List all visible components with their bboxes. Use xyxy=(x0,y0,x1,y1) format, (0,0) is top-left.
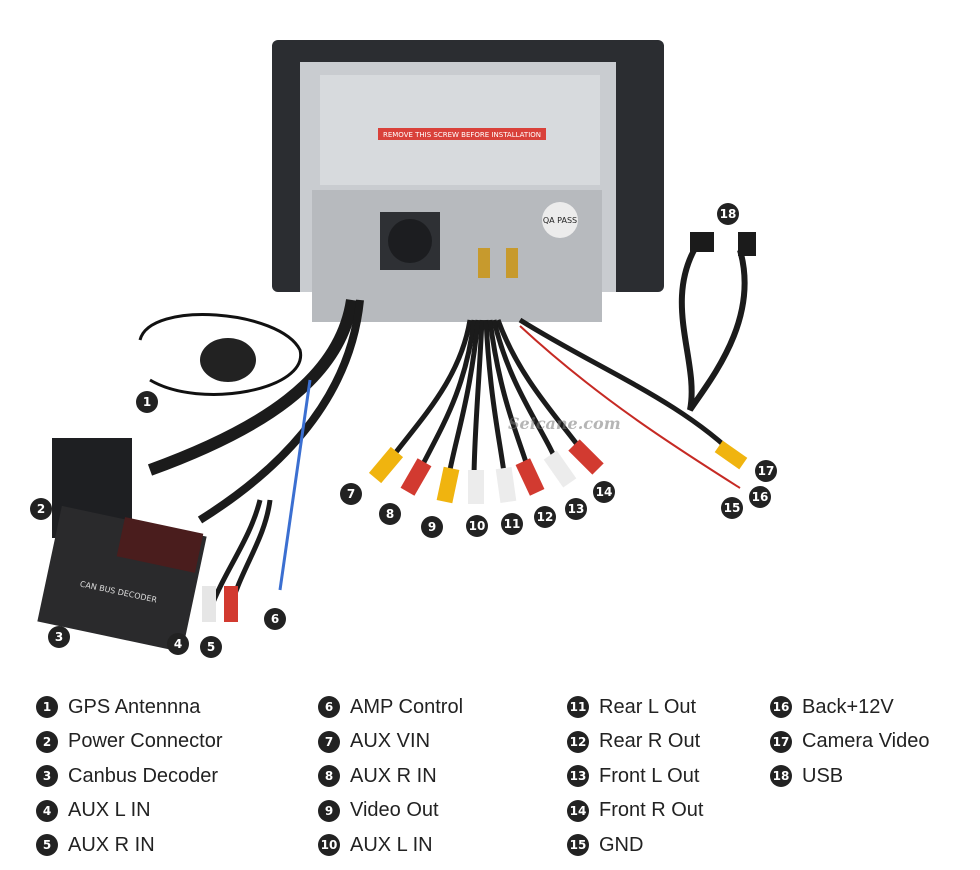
legend-number: 2 xyxy=(36,730,58,753)
legend-item: 1 GPS Antennna xyxy=(36,690,223,725)
callout-12: 12 xyxy=(534,506,556,528)
svg-text:QA PASS: QA PASS xyxy=(543,216,577,225)
legend-label: Front R Out xyxy=(599,799,704,822)
legend-item: 10 AUX L IN xyxy=(318,828,463,863)
callout-2: 2 xyxy=(30,498,52,520)
legend-number: 16 xyxy=(770,696,792,719)
wiring-illustration: REMOVE THIS SCREW BEFORE INSTALLATION QA… xyxy=(37,40,756,653)
legend-label: GPS Antennna xyxy=(68,695,201,718)
callout-13: 13 xyxy=(565,498,587,520)
watermark: Seicane.com xyxy=(508,414,621,433)
product-photo: REMOVE THIS SCREW BEFORE INSTALLATION QA… xyxy=(30,40,777,658)
legend-item: 18 USB xyxy=(770,759,929,794)
legend-label: AUX L IN xyxy=(68,799,151,822)
legend-item: 4 AUX L IN xyxy=(36,794,223,829)
legend-label: Front L Out xyxy=(599,764,700,787)
qa-sticker xyxy=(542,202,578,238)
legend-number: 17 xyxy=(770,730,792,753)
callout-3: 3 xyxy=(48,626,70,648)
legend-number: 12 xyxy=(567,730,589,753)
legend-item: 16 Back+12V xyxy=(770,690,929,725)
callout-11: 11 xyxy=(501,513,523,535)
legend-label: Back+12V xyxy=(802,695,894,718)
connector-legend: 1 GPS Antennna 2 Power Connector 3 Canbus D… xyxy=(0,690,980,860)
legend-item: 11 Rear L Out xyxy=(567,690,703,725)
legend-label: AUX L IN xyxy=(350,833,433,856)
legend-number: 10 xyxy=(318,834,340,857)
callout-14: 14 xyxy=(593,481,615,503)
legend-number: 13 xyxy=(567,765,589,788)
legend-column-4: 16 Back+12V 17 Camera Video 18 USB xyxy=(770,690,929,794)
legend-item: 17 Camera Video xyxy=(770,725,929,760)
callout-16: 16 xyxy=(749,486,771,508)
legend-item: 8 AUX R IN xyxy=(318,759,463,794)
legend-column-1: 1 GPS Antennna 2 Power Connector 3 Canbus D… xyxy=(36,690,223,863)
legend-item: 14 Front R Out xyxy=(567,794,703,829)
legend-column-2: 6 AMP Control 7 AUX VIN 8 AUX R IN 9 Video O… xyxy=(318,690,463,863)
callout-17: 17 xyxy=(755,460,777,482)
legend-item: 6 AMP Control xyxy=(318,690,463,725)
callout-4: 4 xyxy=(167,633,189,655)
legend-label: USB xyxy=(802,764,844,787)
legend-label: AMP Control xyxy=(350,695,464,718)
legend-number: 6 xyxy=(318,696,340,719)
legend-label: Canbus Decoder xyxy=(68,764,219,787)
callout-6: 6 xyxy=(264,608,286,630)
legend-label: AUX VIN xyxy=(350,730,431,753)
callout-8: 8 xyxy=(379,503,401,525)
legend-number: 1 xyxy=(36,696,58,719)
legend-number: 5 xyxy=(36,834,58,857)
legend-item: 7 AUX VIN xyxy=(318,725,463,760)
legend-label: Power Connector xyxy=(68,730,223,753)
legend-item: 12 Rear R Out xyxy=(567,725,703,760)
legend-item: 2 Power Connector xyxy=(36,725,223,760)
legend-label: Rear L Out xyxy=(599,695,697,718)
legend-label: Rear R Out xyxy=(599,730,701,753)
legend-item: 9 Video Out xyxy=(318,794,463,829)
legend-label: Video Out xyxy=(350,799,439,822)
legend-number: 9 xyxy=(318,799,340,822)
legend-item: 5 AUX R IN xyxy=(36,828,223,863)
callout-10: 10 xyxy=(466,515,488,537)
warning-text: REMOVE THIS SCREW BEFORE INSTALLATION xyxy=(383,131,541,139)
warning-strip xyxy=(378,128,546,140)
legend-label: AUX R IN xyxy=(68,833,155,856)
legend-label: AUX R IN xyxy=(350,764,437,787)
legend-number: 18 xyxy=(770,765,792,788)
callout-18: 18 xyxy=(717,203,739,225)
legend-number: 14 xyxy=(567,799,589,822)
legend-label: Camera Video xyxy=(802,730,930,753)
legend-number: 4 xyxy=(36,799,58,822)
legend-item: 13 Front L Out xyxy=(567,759,703,794)
callout-1: 1 xyxy=(136,391,158,413)
legend-number: 11 xyxy=(567,696,589,719)
legend-number: 8 xyxy=(318,765,340,788)
callout-7: 7 xyxy=(340,483,362,505)
callout-9: 9 xyxy=(421,516,443,538)
legend-number: 15 xyxy=(567,834,589,857)
legend-item: 3 Canbus Decoder xyxy=(36,759,223,794)
callout-5: 5 xyxy=(200,636,222,658)
legend-number: 3 xyxy=(36,765,58,788)
legend-item: 15 GND xyxy=(567,828,703,863)
callout-15: 15 xyxy=(721,497,743,519)
legend-number: 7 xyxy=(318,730,340,753)
legend-label: GND xyxy=(599,833,644,856)
gps-antenna-puck xyxy=(200,338,256,382)
